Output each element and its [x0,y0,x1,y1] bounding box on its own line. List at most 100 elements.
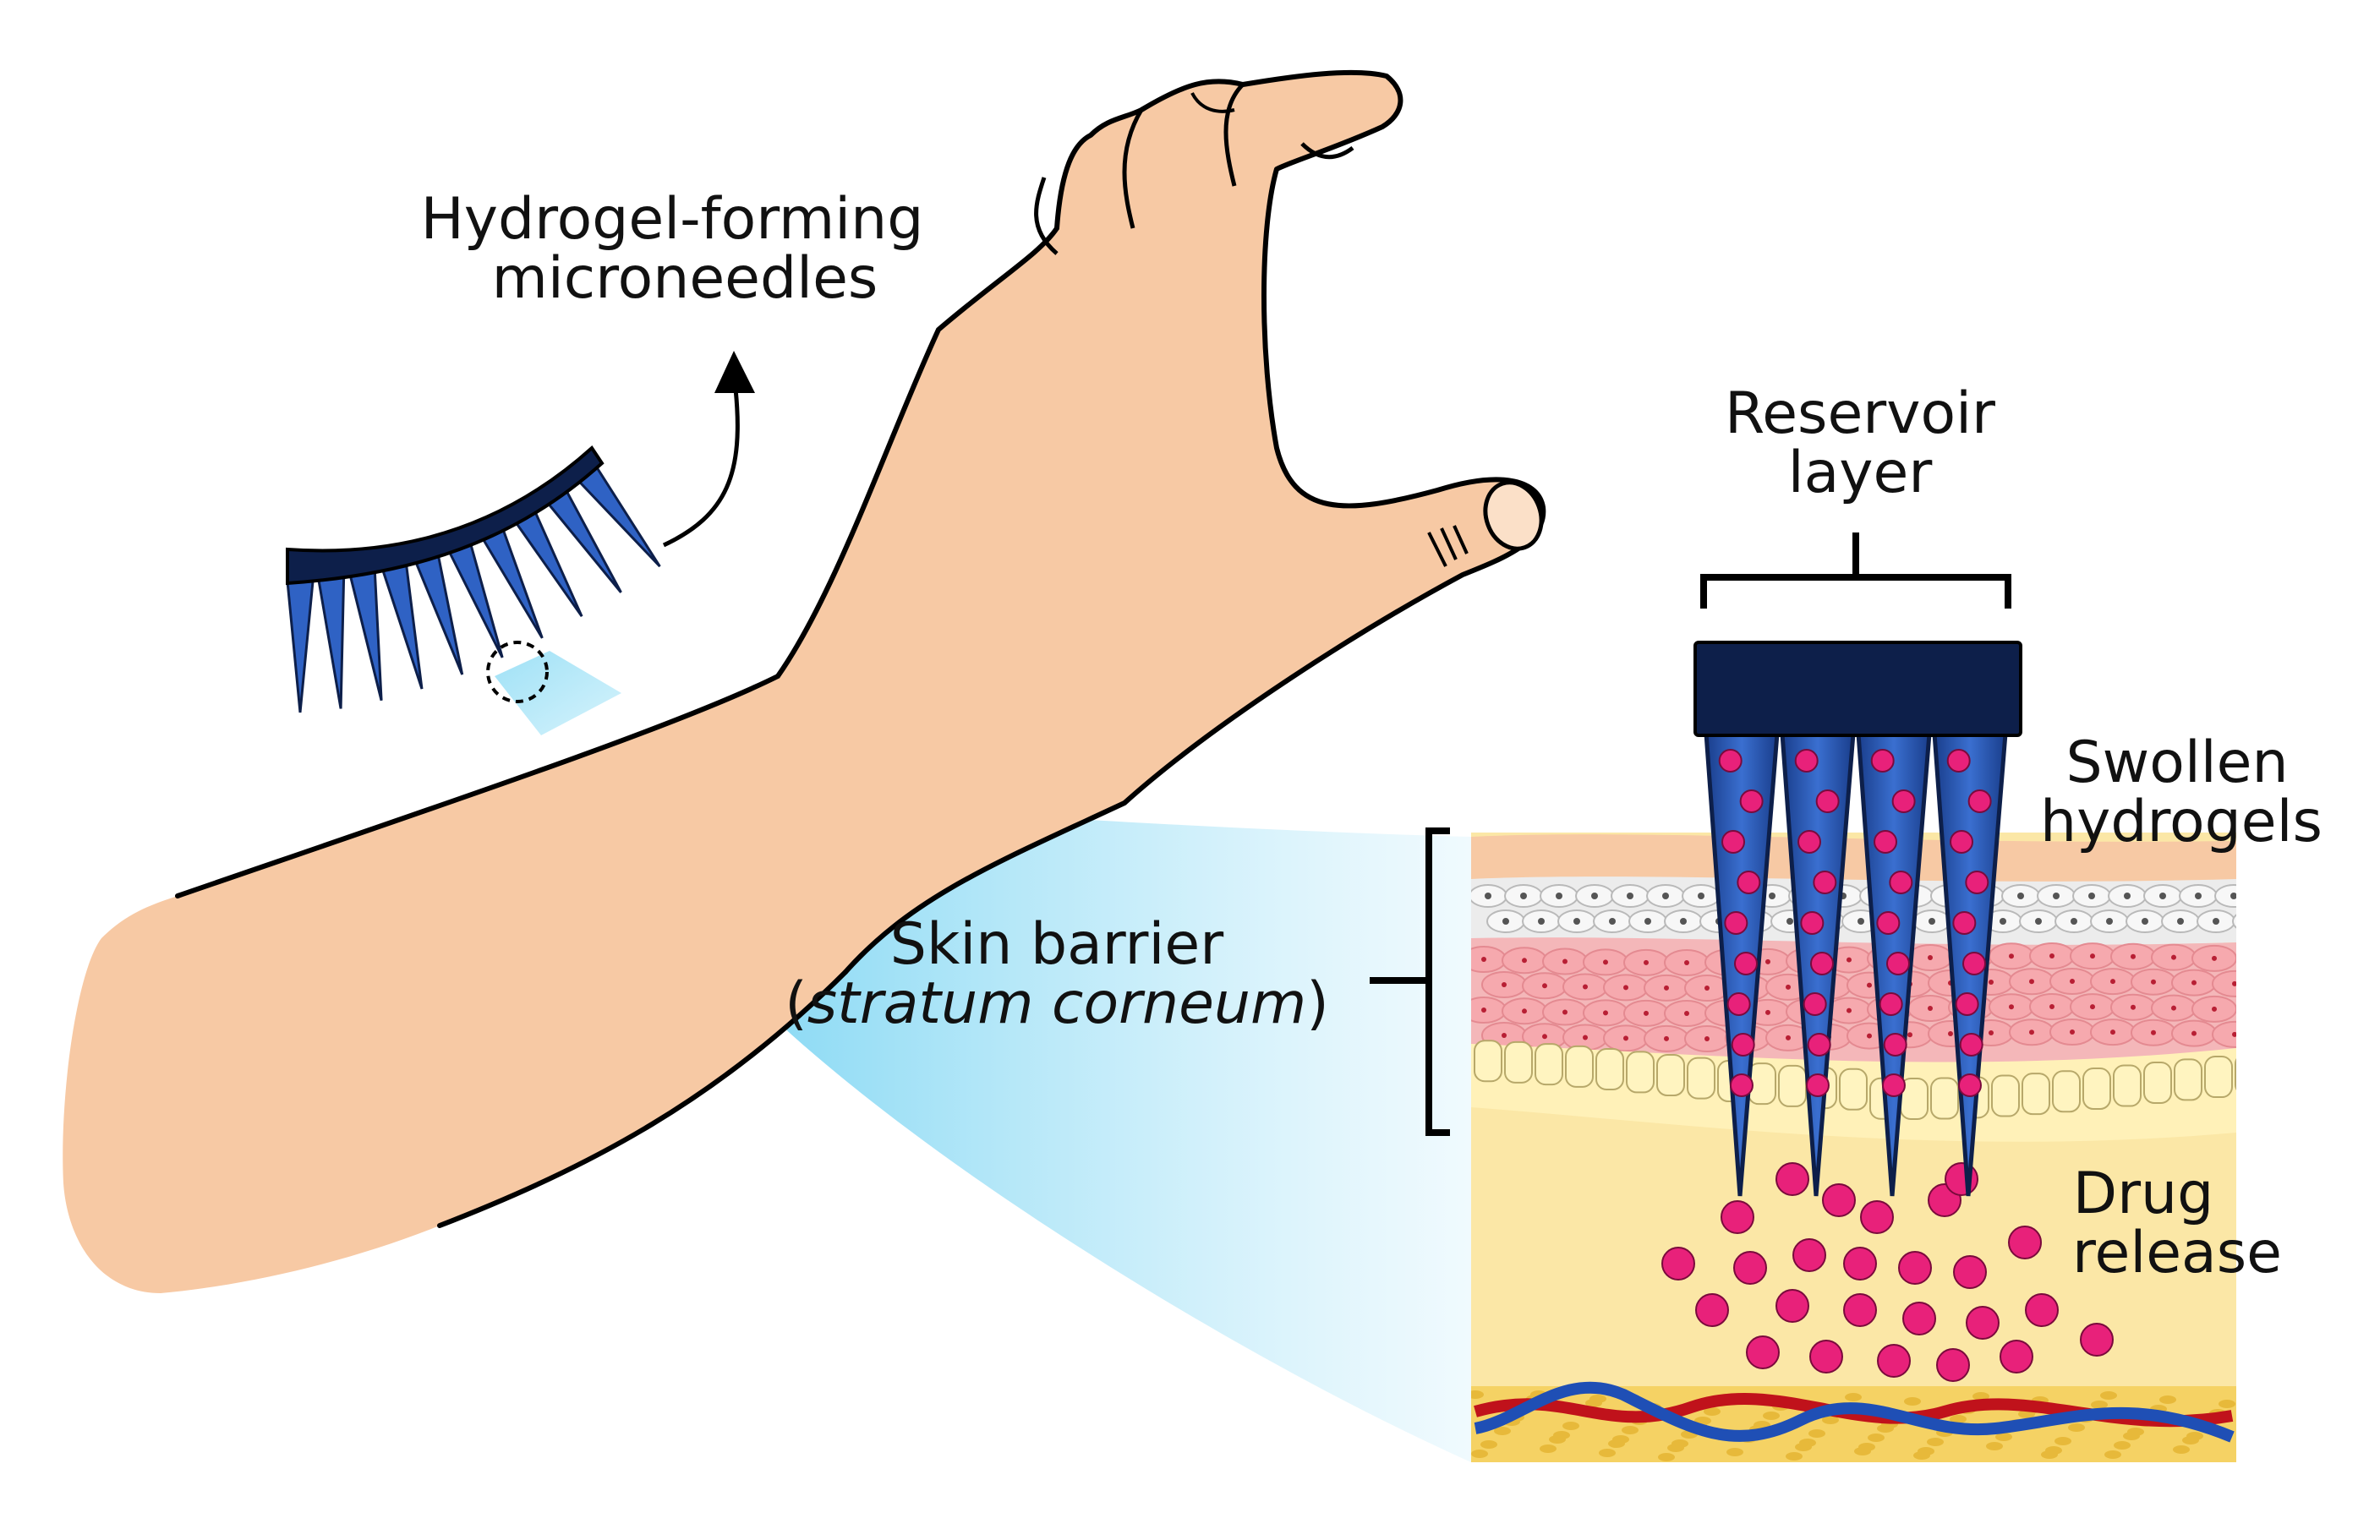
skin-barrier-label-line1: Skin barrier [890,911,1223,978]
fat-cell [1918,1447,1934,1455]
cell-nucleus [1481,1008,1486,1013]
cell-nucleus [1928,954,1933,960]
released-drug-particle [1746,1335,1780,1369]
fat-cell [1494,1427,1511,1435]
fat-cell [1986,1442,2003,1450]
cell-nucleus [2035,918,2042,925]
basal-cell [2113,1064,2142,1107]
cell-nucleus [1989,979,1994,985]
finger-crease [1223,83,1245,187]
cell-nucleus [1603,959,1608,965]
cell-nucleus [2232,1031,2236,1037]
cell-nucleus [1929,918,1935,925]
cell-nucleus [1562,1009,1568,1015]
basal-cell [1930,1077,1959,1120]
released-drug-particle [1792,1238,1826,1272]
cell-nucleus [1485,893,1491,899]
cell-nucleus [2232,980,2236,986]
cell-nucleus [2017,893,2024,899]
cell-nucleus [2131,953,2136,959]
arm-and-hand [63,69,1546,1293]
cell-nucleus [2159,893,2166,899]
fat-cell [1540,1444,1557,1453]
drug-particle [1805,1073,1830,1097]
fat-cell [1822,1416,1839,1424]
fat-cell [2127,1428,2144,1436]
drug-particle [1962,952,1987,975]
cell-nucleus [1847,957,1852,963]
cell-nucleus [2131,1004,2136,1010]
cell-nucleus [1583,984,1588,990]
cell-nucleus [1644,959,1649,965]
cell-nucleus [1556,893,1562,899]
released-drug-particle [1966,1306,2000,1340]
cell-nucleus [1522,958,1527,964]
microneedle-patch [286,445,661,713]
cell-nucleus [2151,979,2156,985]
drug-particle [1881,1073,1906,1097]
drug-particle [1797,830,1822,854]
basal-cell [2082,1068,2111,1111]
cell-nucleus [2171,954,2176,960]
fat-cell [1471,1450,1488,1458]
cell-nucleus [1684,959,1689,965]
cell-nucleus [1644,918,1651,925]
released-drug-particle [1695,1293,1729,1327]
epidermis-cell [2212,1020,2236,1048]
fat-cell [1786,1452,1803,1461]
fat-cell [1904,1397,1921,1406]
fat-cell [2173,1445,2190,1454]
cell-nucleus [1786,984,1791,990]
cell-nucleus [2009,1004,2014,1010]
cell-nucleus [1989,1029,1994,1035]
swollen-label-line1: Swollen [2065,729,2288,796]
cell-nucleus [1769,893,1775,899]
reservoir-label-line2: layer [1788,440,1933,506]
fat-cell [1726,1448,1743,1456]
cell-nucleus [1520,893,1527,899]
drug-particle [1950,830,1974,854]
cell-nucleus [2106,918,2113,925]
paren-close: ) [1306,970,1329,1037]
drug-particle [1729,1073,1754,1097]
fat-cell [2104,1450,2121,1459]
cell-nucleus [2088,893,2095,899]
skin-cell [2214,884,2236,908]
cell-nucleus [2151,1029,2156,1035]
cell-nucleus [2142,918,2148,925]
cell-nucleus [1603,1010,1608,1016]
fat-cell [2100,1391,2117,1400]
fat-cell [1671,1439,1688,1448]
drug-particle [1731,1033,1755,1057]
cell-nucleus [1502,918,1509,925]
cell-nucleus [2110,979,2115,985]
cell-nucleus [2212,955,2217,961]
cell-nucleus [2124,893,2131,899]
drug-particle [1739,789,1764,813]
paren-open: ( [785,970,807,1037]
basal-cell [1687,1057,1715,1100]
fat-cell [2091,1401,2108,1409]
released-drug-particle [1661,1247,1695,1281]
cell-nucleus [2248,918,2255,925]
fat-cell [1972,1392,1989,1401]
drug-particle [1965,871,1989,894]
finger-crease [1122,108,1144,229]
arrow-head [714,351,755,393]
cell-nucleus [1542,1034,1547,1040]
cell-nucleus [1857,918,1864,925]
released-drug-particle [1877,1344,1911,1378]
patch-base [286,445,605,586]
microneedles-label-line2: microneedles [492,245,878,312]
drug-particle [1813,871,1837,894]
cell-nucleus [1481,957,1486,962]
cell-nucleus [1867,1033,1872,1039]
cell-nucleus [1522,1008,1527,1014]
cell-nucleus [2191,980,2197,986]
cell-nucleus [2191,1030,2197,1036]
blood-vessel-blue [1474,1381,2235,1443]
cell-nucleus [1786,918,1793,925]
fat-cell [1858,1443,1875,1451]
cell-nucleus [2009,953,2014,959]
cell-nucleus [2212,1006,2217,1012]
